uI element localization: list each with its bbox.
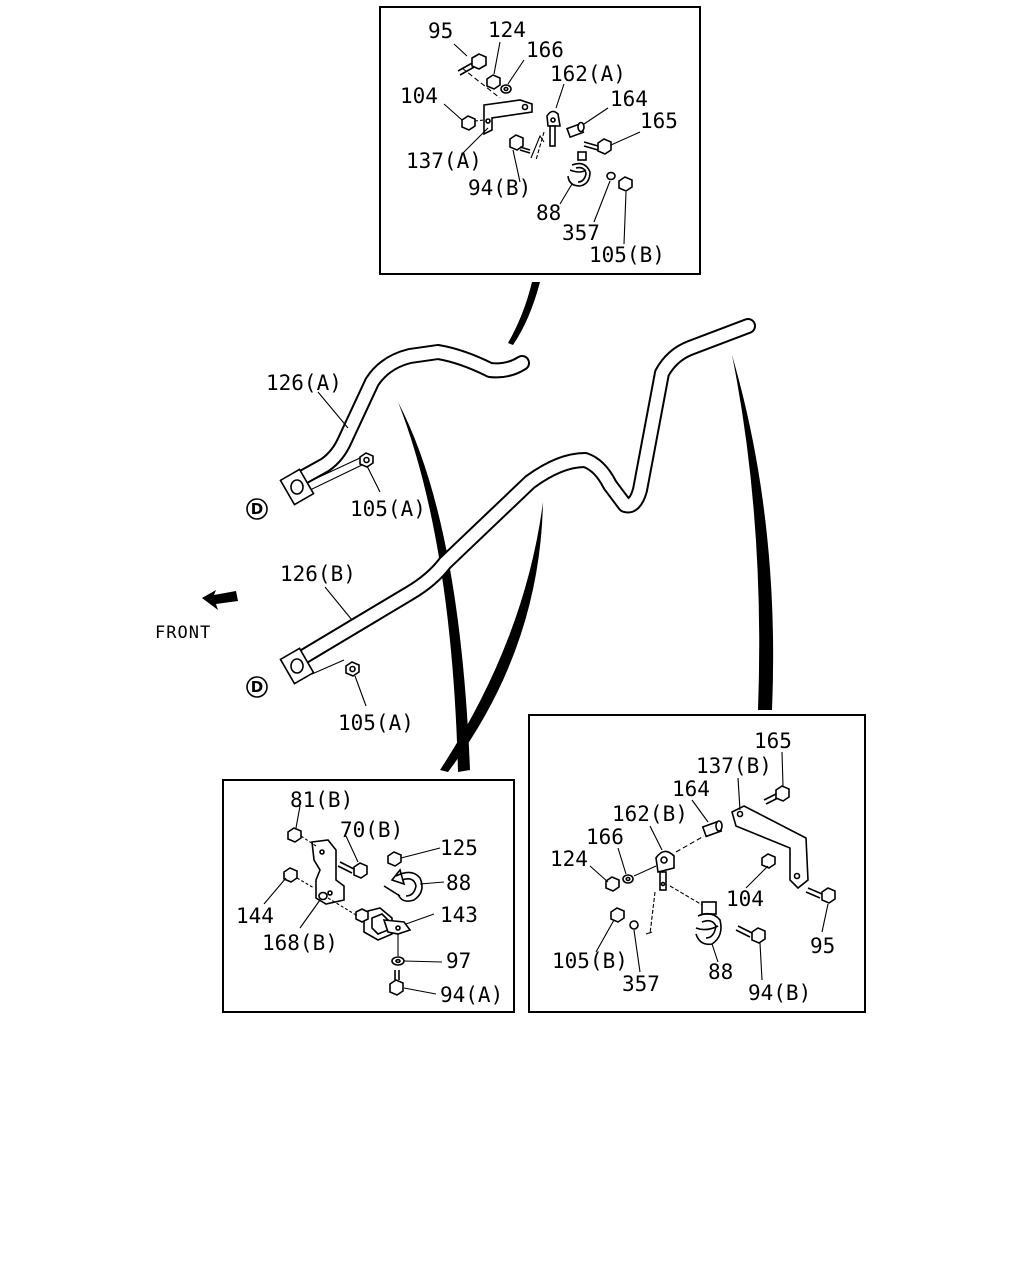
nut-81b xyxy=(287,827,302,843)
label-126b: 126(B) xyxy=(280,562,356,586)
nut-124 xyxy=(486,74,501,90)
front-label: FRONT xyxy=(155,623,211,643)
clamp-88 xyxy=(567,151,591,187)
detail-box-top: 95 124 166 162(A) 104 164 165 137(A) 94(… xyxy=(379,6,701,275)
nut-105b-br xyxy=(610,907,625,923)
label-top-94b: 94(B) xyxy=(468,176,531,200)
label-top-162a: 162(A) xyxy=(550,62,626,86)
label-br-166: 166 xyxy=(586,825,624,849)
label-top-164: 164 xyxy=(610,87,648,111)
nut-105b-top xyxy=(618,176,633,192)
nut-104-br xyxy=(761,853,776,869)
detail-box-bottom-right: 165 137(B) 164 162(B) 166 124 104 95 105… xyxy=(528,714,866,1013)
clamp-162b xyxy=(655,850,675,891)
nut-124-br xyxy=(605,876,620,892)
label-br-165: 165 xyxy=(754,729,792,753)
clamp-88-br xyxy=(695,901,722,946)
nut-105a-upper xyxy=(359,452,374,468)
svg-text:D: D xyxy=(251,678,263,696)
label-126a: 126(A) xyxy=(266,371,342,395)
bracket-137a xyxy=(483,99,533,136)
label-top-105b: 105(B) xyxy=(589,243,665,267)
collar-164 xyxy=(566,121,585,139)
label-top-357: 357 xyxy=(562,221,600,245)
bolt-165 xyxy=(583,138,612,155)
bolt-95-br xyxy=(805,887,836,904)
label-bl-70b: 70(B) xyxy=(340,818,403,842)
washer-357 xyxy=(606,171,616,181)
pipe-126b xyxy=(290,318,756,675)
svg-text:D: D xyxy=(251,500,263,518)
label-105a-upper: 105(A) xyxy=(350,497,426,521)
bolt-70b xyxy=(337,861,368,879)
label-br-164: 164 xyxy=(672,777,710,801)
nut-105a-lower xyxy=(345,661,360,677)
label-105a-lower: 105(A) xyxy=(338,711,414,735)
label-br-104: 104 xyxy=(726,887,764,911)
clamp-162a xyxy=(546,110,561,147)
label-br-88: 88 xyxy=(708,960,733,984)
washer-97 xyxy=(391,956,405,966)
bracket-137b xyxy=(731,805,809,890)
nut-125 xyxy=(387,851,402,867)
connector-mark-upper: D xyxy=(246,498,268,520)
label-br-137b: 137(B) xyxy=(696,754,772,778)
label-bl-94a: 94(A) xyxy=(440,983,503,1007)
label-br-162b: 162(B) xyxy=(612,802,688,826)
bolt-95 xyxy=(457,53,487,76)
bolt-94b-br xyxy=(735,925,766,944)
pipe-126a xyxy=(290,344,530,492)
label-top-166: 166 xyxy=(526,38,564,62)
nut-144 xyxy=(283,867,298,883)
label-top-104: 104 xyxy=(400,84,438,108)
connector-mark-lower: D xyxy=(246,676,268,698)
label-bl-168b: 168(B) xyxy=(262,931,338,955)
label-top-88: 88 xyxy=(536,201,561,225)
callout-pointers xyxy=(398,282,774,772)
label-bl-88: 88 xyxy=(446,871,471,895)
label-bl-97: 97 xyxy=(446,949,471,973)
bolt-94b xyxy=(509,134,531,154)
flange-upper xyxy=(279,468,315,506)
bolt-94a xyxy=(389,970,404,996)
label-bl-125: 125 xyxy=(440,836,478,860)
detail-box-bottom-left: 81(B) 70(B) 125 88 144 143 168(B) 97 94(… xyxy=(222,779,515,1013)
label-top-124: 124 xyxy=(488,18,526,42)
washer-357-br xyxy=(629,920,639,930)
label-top-95: 95 xyxy=(428,19,453,43)
label-br-124: 124 xyxy=(550,847,588,871)
washer-166 xyxy=(500,84,512,94)
label-bl-143: 143 xyxy=(440,903,478,927)
nut-104 xyxy=(461,115,476,131)
mount-143 xyxy=(355,907,412,941)
pointer-to-bottom-right xyxy=(732,355,774,710)
bolt-165-br xyxy=(763,785,790,805)
label-bl-144: 144 xyxy=(236,904,274,928)
label-br-94b: 94(B) xyxy=(748,981,811,1005)
label-br-357: 357 xyxy=(622,972,660,996)
label-bl-81b: 81(B) xyxy=(290,788,353,812)
collar-164-br xyxy=(701,820,723,838)
washer-168b xyxy=(318,891,328,901)
label-br-105b: 105(B) xyxy=(552,949,628,973)
front-arrow-icon xyxy=(202,590,238,610)
label-top-165: 165 xyxy=(640,109,678,133)
bracket-bl xyxy=(311,839,345,905)
washer-166-br xyxy=(622,874,634,884)
label-br-95: 95 xyxy=(810,934,835,958)
clamp-88-bl xyxy=(383,868,423,902)
pointer-to-top-detail xyxy=(508,282,540,345)
flange-lower xyxy=(279,647,315,685)
label-top-137a: 137(A) xyxy=(406,149,482,173)
